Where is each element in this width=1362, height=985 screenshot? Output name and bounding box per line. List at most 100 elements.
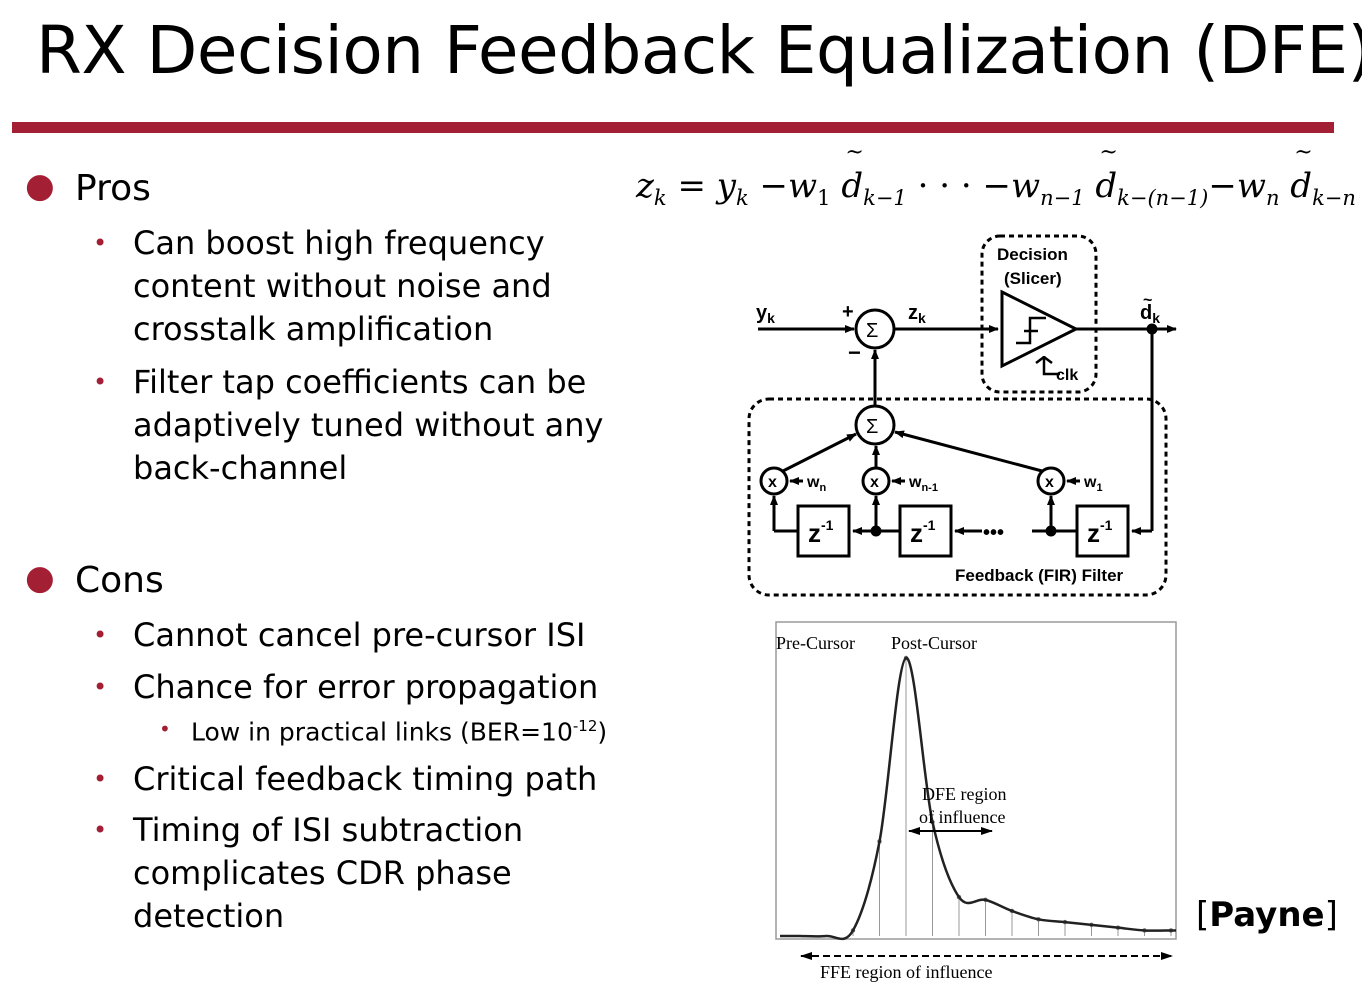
dfe-region-label: DFE region [922,784,1007,804]
sum-node-feedback [854,404,896,446]
eq-sub: k [653,185,667,210]
delay-block-n [796,504,851,558]
sum-symbol-feedback: Σ [866,416,878,438]
delay-block-1 [1075,504,1130,558]
z-label: zk [908,302,926,326]
eq-equals: = [677,166,706,206]
bullet-dot: • [93,621,108,649]
pre-cursor-label: Pre-Cursor [776,633,855,653]
output-label: dk [1140,302,1160,326]
eq-w: w [1236,166,1266,206]
feedback-filter-box [747,397,1168,597]
cons-item-line: Cannot cancel pre-cursor ISI [133,616,586,654]
bullet-dot: • [93,816,108,844]
cons-item-line: detection [133,897,285,935]
eq-d-tilde: d [841,140,863,206]
cons-item-line: Chance for error propagation [133,668,599,706]
bullet-dot: • [93,765,108,793]
weight-label-n-1: wn-1 [908,474,938,494]
cons-item: • Chance for error propagation [93,666,599,709]
sample-point [1168,928,1174,933]
multiplier-1 [1036,466,1066,496]
pros-item: • Can boost high frequency content witho… [93,222,552,351]
eq-z: z [636,166,654,206]
slicer-title: (Slicer) [1004,269,1062,288]
ffe-region-label: FFE region of influence [820,962,992,982]
cons-heading-text: Cons [75,560,164,601]
citation-open: [ [1196,895,1210,935]
eq-d-tilde: d [1095,140,1117,206]
cons-item-line: Timing of ISI subtraction [133,811,524,849]
cons-item: • Cannot cancel pre-cursor ISI [93,614,586,657]
eq-y: y [716,166,736,206]
cons-heading: ● Cons [25,558,164,601]
plot-frame [775,621,1177,940]
filter-label: Feedback (FIR) Filter [955,566,1124,585]
cons-item-line: complicates CDR phase [133,854,512,892]
cons-item-line: Critical feedback timing path [133,760,598,798]
cons-subitem-exponent: -12 [572,717,598,735]
weight-label-n: wn [806,474,826,494]
title-divider [12,122,1334,133]
eq-minus: − [982,166,1011,206]
weight-label-1: w1 [1083,474,1103,494]
delay-block-2 [898,504,953,558]
dfe-region-label-2: of influence [919,807,1005,827]
slide-title: RX Decision Feedback Equalization (DFE) [36,12,1362,89]
citation-close: ] [1324,895,1338,935]
pros-item-line: adaptively tuned without any [133,406,604,444]
eq-sub: 1 [817,185,831,210]
post-cursor-label: Post-Cursor [891,633,977,653]
sample-point [1115,925,1121,930]
pros-item-line: back-channel [133,449,348,487]
eq-w: w [1010,166,1041,206]
sample-point [1142,928,1147,933]
plus-sign: + [842,301,854,323]
pros-item-line: crosstalk amplification [133,310,494,348]
eq-sub: n−1 [1040,185,1085,210]
dfe-equation: zk = yk −w1 dk−1 · · · −wn−1 dk−(n−1)−wn… [636,140,1356,210]
cons-item: • Timing of ISI subtraction complicates … [93,809,524,938]
citation: [Payne] [1196,895,1338,935]
bullet-dot: ● [25,166,55,206]
pros-item-line: Filter tap coefficients can be [133,363,587,401]
eq-w: w [788,166,818,206]
eq-minus: − [1208,166,1237,206]
multiplier-n [759,466,789,496]
sample-point [983,897,988,903]
cons-subitem: • Low in practical links (BER=10-12) [159,717,608,747]
sample-point [850,928,856,933]
sample-point [956,894,962,900]
chain-ellipsis: ••• [983,522,1004,544]
eq-sub: k−(n−1) [1117,185,1209,210]
eq-sub: n [1265,185,1280,210]
cons-subitem-close: ) [597,717,608,747]
eq-sub: k [736,185,749,210]
decision-box [980,234,1098,394]
sample-point [877,839,882,844]
multiplier-n-1 [861,466,891,496]
mult-symbol: x [870,474,879,491]
eq-minus: − [759,166,789,206]
eq-sub: k−1 [863,185,907,210]
sample-lines [850,655,1174,936]
pros-item-line: Can boost high frequency [133,224,545,262]
bullet-dot: • [93,229,108,257]
cons-subitem-text: Low in practical links (BER=10 [191,717,573,747]
clk-label: clk [1056,367,1078,384]
pros-heading-text: Pros [75,168,151,209]
input-label: yk [756,302,775,326]
decision-title: Decision [997,245,1068,264]
eq-sub: k−n [1312,185,1356,210]
cons-item: • Critical feedback timing path [93,758,598,801]
sample-point [1036,917,1041,922]
sample-point [1062,919,1068,925]
output-tilde: ~ [1143,292,1152,309]
mult-symbol: x [768,474,777,491]
pros-item: • Filter tap coefficients can be adaptiv… [93,361,604,490]
minus-sign: − [848,340,861,365]
pros-heading: ● Pros [25,166,151,209]
slicer-triangle [1000,289,1080,369]
delay-label: z-1 [808,517,834,548]
eq-d-tilde: d [1290,140,1312,206]
